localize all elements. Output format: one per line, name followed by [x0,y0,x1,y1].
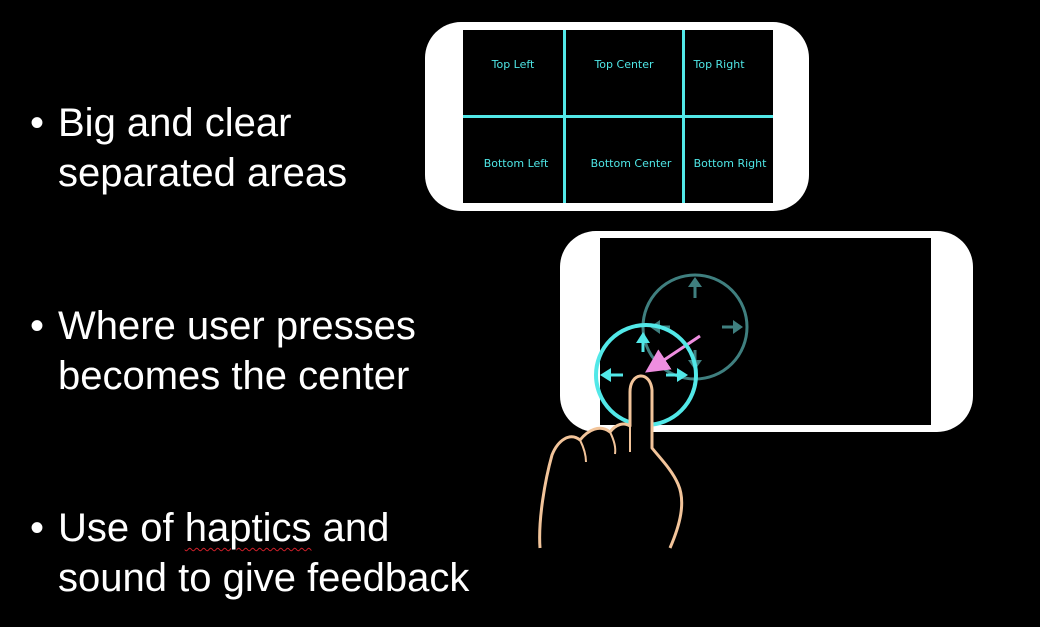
zone-top-right[interactable]: Top Right [693,58,745,71]
phone-screen [600,238,931,425]
zone-top-center[interactable]: Top Center [594,58,654,71]
bullet-text-post: and [311,506,390,550]
bullet-line: sound to give feedback [58,556,470,600]
phone-screen: Top Left Top Center Top Right Bottom Lef… [463,30,773,203]
phone-grid-illustration: Top Left Top Center Top Right Bottom Lef… [425,22,809,211]
zone-bottom-center[interactable]: Bottom Center [590,157,672,170]
bullet-line: Use of haptics and [58,503,469,553]
phone-press-illustration [560,231,973,432]
zone-bottom-right[interactable]: Bottom Right [693,157,767,170]
bullet-line: Big and clear [58,101,292,145]
bullet-text-pre: Use of [58,506,185,550]
zone-bottom-left[interactable]: Bottom Left [483,157,549,170]
bullet-line: becomes the center [58,354,410,398]
bullet-dot: • [30,304,45,348]
bullet-line: Where user presses [58,304,416,348]
grid-divider-horizontal [463,115,773,118]
bullet-line: separated areas [58,151,348,195]
zone-top-left[interactable]: Top Left [491,58,535,71]
bullet-dot: • [30,506,45,550]
spellcheck-marked-word: haptics [184,506,312,550]
bullet-dot: • [30,101,45,145]
